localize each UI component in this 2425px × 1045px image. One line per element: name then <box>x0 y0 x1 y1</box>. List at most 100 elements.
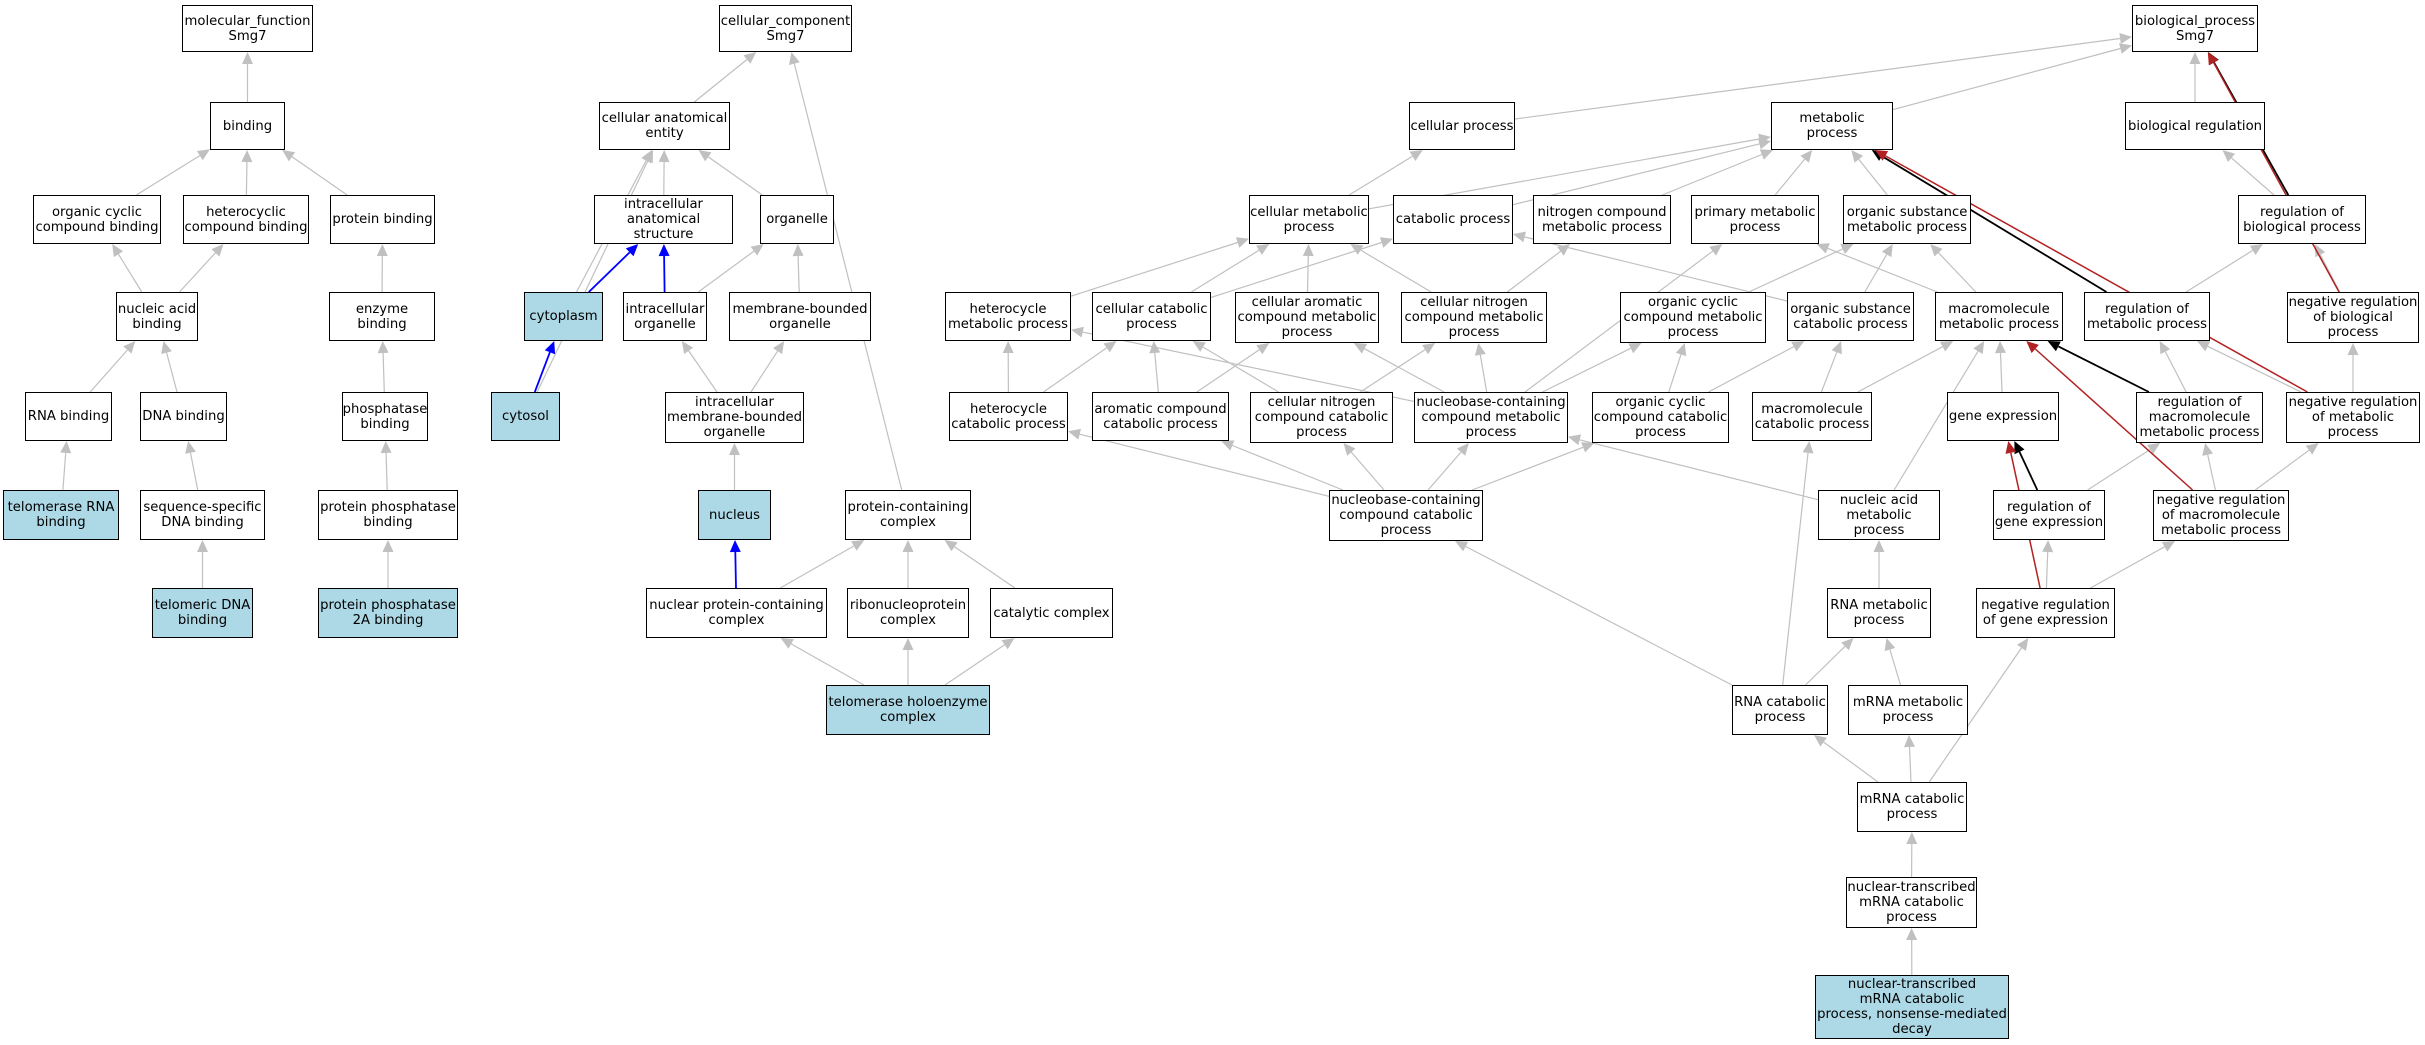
node-enzyme-binding[interactable]: enzyme binding <box>329 292 435 341</box>
node-nucleic-acid-metabolic-process[interactable]: nucleic acid metabolic process <box>1818 490 1940 540</box>
node-phosphatase-binding[interactable]: phosphatase binding <box>342 392 428 441</box>
node-ribonucleoprotein-complex[interactable]: ribonucleoprotein complex <box>847 588 969 638</box>
node-negative-regulation-of-gene-expression[interactable]: negative regulation of gene expression <box>1976 588 2115 638</box>
node-organic-substance-catabolic-process[interactable]: organic substance catabolic process <box>1787 292 1914 341</box>
node-mrna-catabolic-process[interactable]: mRNA catabolic process <box>1857 782 1967 832</box>
edge-is-a-line <box>954 546 1016 589</box>
node-nuclear-transcribed-mrna-catabolic-process[interactable]: nuclear-transcribed mRNA catabolic proce… <box>1846 877 1977 928</box>
node-nucleobase-containing-compound-catabolic-process[interactable]: nucleobase-containing compound catabolic… <box>1329 490 1483 541</box>
node-cellular-catabolic-process[interactable]: cellular catabolic process <box>1092 292 1211 341</box>
node-intracellular-organelle[interactable]: intracellular organelle <box>623 292 707 341</box>
node-intracellular-membrane-bounded-organelle[interactable]: intracellular membrane-bounded organelle <box>665 392 804 443</box>
node-regulation-of-gene-expression[interactable]: regulation of gene expression <box>1993 490 2105 540</box>
node-cellular-process[interactable]: cellular process <box>1409 102 1515 150</box>
node-cellular-component-root[interactable]: cellular_component Smg7 <box>719 5 852 52</box>
edge-arrowhead-icon <box>2159 341 2171 355</box>
edge-is-a-line <box>1202 346 1279 393</box>
node-negative-regulation-of-metabolic-process[interactable]: negative regulation of metabolic process <box>2286 392 2420 443</box>
node-nucleobase-containing-compound-metabolic-process[interactable]: nucleobase-containing compound metabolic… <box>1414 392 1568 443</box>
node-regulation-of-metabolic-process[interactable]: regulation of metabolic process <box>2084 292 2210 341</box>
node-organic-cyclic-compound-metabolic-process[interactable]: organic cyclic compound metabolic proces… <box>1620 292 1766 343</box>
node-negative-regulation-of-macromolecule-metabolic-process[interactable]: negative regulation of macromolecule met… <box>2153 490 2289 541</box>
node-metabolic-process[interactable]: metabolic process <box>1771 102 1893 150</box>
node-organic-substance-metabolic-process[interactable]: organic substance metabolic process <box>1843 195 1971 244</box>
edge-arrowhead-icon <box>1422 343 1436 355</box>
edge-is-a-line <box>1542 347 1631 393</box>
edge-is-a-line <box>1514 37 2121 120</box>
edge-arrowhead-icon <box>851 540 865 551</box>
edge-arrowhead-icon <box>544 341 556 355</box>
node-organic-cyclic-compound-catabolic-process[interactable]: organic cyclic compound catabolic proces… <box>1592 392 1729 443</box>
node-primary-metabolic-process[interactable]: primary metabolic process <box>1691 195 1819 244</box>
node-intracellular-anatomical-structure[interactable]: intracellular anatomical structure <box>594 195 733 244</box>
node-binding[interactable]: binding <box>210 102 285 150</box>
edge-is-a-line <box>1360 349 1426 393</box>
node-negative-regulation-of-biological-process[interactable]: negative regulation of biological proces… <box>2287 292 2419 343</box>
node-telomerase-rna-binding[interactable]: telomerase RNA binding <box>3 490 119 540</box>
node-nuclear-transcribed-mrna-catabolic-process-nmd[interactable]: nuclear-transcribed mRNA catabolic proce… <box>1815 975 2009 1039</box>
edge-is-a-line <box>1043 347 1107 393</box>
node-regulation-of-biological-process[interactable]: regulation of biological process <box>2238 195 2366 244</box>
node-sequence-specific-dna-binding[interactable]: sequence-specific DNA binding <box>140 490 265 540</box>
node-macromolecule-metabolic-process[interactable]: macromolecule metabolic process <box>1935 292 2063 341</box>
node-aromatic-compound-catabolic-process[interactable]: aromatic compound catabolic process <box>1092 392 1229 441</box>
node-cytosol[interactable]: cytosol <box>491 392 560 441</box>
edge-arrowhead-icon <box>1841 638 1854 651</box>
node-nitrogen-compound-metabolic-process[interactable]: nitrogen compound metabolic process <box>1533 195 1671 244</box>
edge-arrowhead-icon <box>902 540 914 552</box>
edge-arrowhead-icon <box>123 341 136 354</box>
edge-is-a-line <box>1857 346 1943 393</box>
node-heterocycle-metabolic-process[interactable]: heterocycle metabolic process <box>945 292 1071 341</box>
node-catabolic-process[interactable]: catabolic process <box>1393 195 1513 244</box>
node-cellular-nitrogen-compound-metabolic-process[interactable]: cellular nitrogen compound metabolic pro… <box>1401 292 1547 343</box>
edge-is-a-line <box>1668 354 1682 393</box>
edge-arrowhead-icon <box>1759 149 1773 160</box>
node-nuclear-protein-containing-complex[interactable]: nuclear protein-containing complex <box>646 588 827 638</box>
node-cellular-anatomical-entity[interactable]: cellular anatomical entity <box>599 102 730 150</box>
edge-is-a-line <box>1524 236 1788 302</box>
node-membrane-bounded-organelle[interactable]: membrane-bounded organelle <box>729 292 871 341</box>
node-heterocycle-catabolic-process[interactable]: heterocycle catabolic process <box>949 392 1068 441</box>
node-cellular-nitrogen-compound-catabolic-process[interactable]: cellular nitrogen compound catabolic pro… <box>1250 392 1393 443</box>
node-molecular-function-root[interactable]: molecular_function Smg7 <box>182 5 313 52</box>
node-organic-cyclic-compound-binding[interactable]: organic cyclic compound binding <box>33 195 161 244</box>
node-protein-containing-complex[interactable]: protein-containing complex <box>845 490 971 540</box>
edge-is-a-line <box>1864 254 1888 293</box>
edge-is-a-line <box>2207 454 2216 491</box>
node-protein-phosphatase-2a-binding[interactable]: protein phosphatase 2A binding <box>318 588 458 638</box>
edge-arrowhead-icon <box>2005 441 2017 454</box>
node-protein-phosphatase-binding[interactable]: protein phosphatase binding <box>318 490 458 540</box>
node-rna-binding[interactable]: RNA binding <box>25 392 112 441</box>
node-rna-metabolic-process[interactable]: RNA metabolic process <box>1827 588 1931 638</box>
node-gene-expression[interactable]: gene expression <box>1947 392 2059 441</box>
node-cellular-aromatic-compound-metabolic-process[interactable]: cellular aromatic compound metabolic pro… <box>1235 292 1379 343</box>
node-mrna-metabolic-process[interactable]: mRNA metabolic process <box>1848 685 1968 735</box>
edge-is-a-line <box>1070 241 1238 297</box>
edge-is-a-line <box>2164 351 2187 393</box>
edge-is-a-line <box>2254 449 2310 491</box>
edge-arrowhead-icon <box>2222 150 2236 162</box>
node-catalytic-complex[interactable]: catalytic complex <box>990 588 1113 638</box>
edge-arrowhead-icon <box>1343 443 1356 456</box>
node-telomerase-holoenzyme-complex[interactable]: telomerase holoenzyme complex <box>826 685 990 735</box>
node-telomeric-dna-binding[interactable]: telomeric DNA binding <box>152 588 253 638</box>
node-regulation-of-macromolecule-metabolic-process[interactable]: regulation of macromolecule metabolic pr… <box>2136 392 2263 443</box>
node-macromolecule-catabolic-process[interactable]: macromolecule catabolic process <box>1752 392 1872 441</box>
edge-arrowhead-icon <box>1906 928 1918 940</box>
edge-arrowhead-icon <box>377 341 389 354</box>
edge-arrowhead-icon <box>282 150 296 162</box>
node-heterocyclic-compound-binding[interactable]: heterocyclic compound binding <box>183 195 309 244</box>
edge-arrowhead-icon <box>1256 244 1270 255</box>
node-nucleic-acid-binding[interactable]: nucleic acid binding <box>116 292 198 341</box>
edge-arrowhead-icon <box>743 52 757 64</box>
node-dna-binding[interactable]: DNA binding <box>140 392 227 441</box>
node-rna-catabolic-process[interactable]: RNA catabolic process <box>1732 685 1828 735</box>
node-nucleus[interactable]: nucleus <box>698 490 771 540</box>
node-biological-process-root[interactable]: biological_process Smg7 <box>2132 5 2258 52</box>
edge-is-a-line <box>1465 545 1733 686</box>
node-organelle[interactable]: organelle <box>760 195 834 244</box>
node-cellular-metabolic-process[interactable]: cellular metabolic process <box>1249 195 1369 244</box>
node-protein-binding[interactable]: protein binding <box>330 195 435 244</box>
node-cytoplasm[interactable]: cytoplasm <box>524 292 603 341</box>
node-biological-regulation[interactable]: biological regulation <box>2125 102 2265 150</box>
